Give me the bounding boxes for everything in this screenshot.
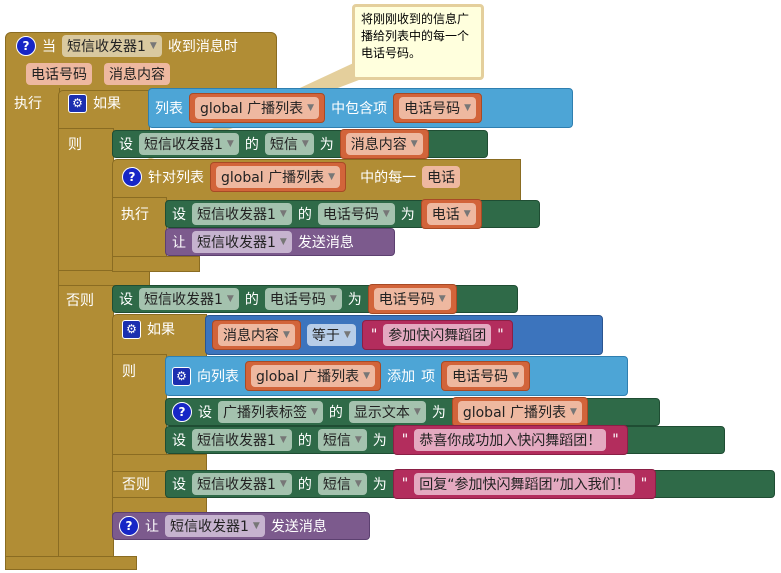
var-getter-phone[interactable]: 电话号码▼ [399, 97, 476, 119]
loop-var[interactable]: 电话 [422, 166, 461, 188]
do-label: 执行 [121, 207, 149, 223]
global-var-getter[interactable]: global 广播列表▼ [251, 365, 376, 387]
compare-block[interactable]: 消息内容▼ 等于▼ "参加快闪舞蹈团" [205, 315, 603, 355]
operator-dropdown[interactable]: 等于▼ [306, 324, 356, 346]
then-label: 则 [68, 137, 82, 153]
call-send-block-2[interactable]: ? 让 短信收发器1▼ 发送消息 [112, 512, 370, 540]
global-var-getter[interactable]: global 广播列表▼ [457, 401, 582, 423]
text-literal[interactable]: "参加快闪舞蹈团" [361, 320, 513, 350]
set-message-success-block[interactable]: 设 短信收发器1▼ 的 短信▼ 为 "恭喜你成功加入快闪舞蹈团！" [165, 425, 725, 455]
set-label-text-block[interactable]: ? 设 广播列表标签▼ 的 显示文本▼ 为 global 广播列表▼ [165, 397, 660, 427]
if-label: 如果 [93, 96, 121, 112]
component-dropdown[interactable]: 短信收发器1▼ [192, 231, 292, 253]
component-dropdown[interactable]: 短信收发器1▼ [139, 133, 239, 155]
call-send-block[interactable]: 让 短信收发器1▼ 发送消息 [165, 228, 395, 256]
event-label: 收到消息时 [167, 39, 238, 55]
component-dropdown[interactable]: 短信收发器1▼ [139, 288, 239, 310]
var-getter[interactable]: 电话▼ [426, 203, 476, 225]
var-getter-message[interactable]: 消息内容▼ [218, 324, 295, 346]
then-label: 则 [122, 364, 136, 380]
var-getter[interactable]: 电话号码▼ [447, 365, 524, 387]
do-label: 执行 [14, 96, 42, 112]
gear-icon[interactable]: ⚙ [172, 366, 191, 386]
set-phone-block-2[interactable]: 设 短信收发器1▼ 的 电话号码▼ 为 电话号码▼ [112, 284, 518, 314]
component-dropdown[interactable]: 短信收发器1▼ [62, 35, 162, 57]
text-literal[interactable]: "恭喜你成功加入快闪舞蹈团！" [392, 425, 628, 455]
component-dropdown[interactable]: 短信收发器1▼ [192, 429, 292, 451]
var-getter-message[interactable]: 消息内容▼ [345, 133, 423, 155]
else-label: 否则 [66, 293, 94, 309]
component-dropdown[interactable]: 短信收发器1▼ [192, 473, 292, 495]
property-dropdown[interactable]: 短信▼ [264, 133, 314, 155]
gear-icon[interactable]: ⚙ [122, 319, 141, 339]
list-label: 列表 [155, 101, 183, 117]
comment-bubble[interactable]: 将刚刚收到的信息广播给列表中的每一个电话号码。 [352, 4, 484, 80]
property-dropdown[interactable]: 电话号码▼ [317, 203, 395, 225]
set-phone-block[interactable]: 设 短信收发器1▼ 的 电话号码▼ 为 电话▼ [165, 199, 540, 229]
property-dropdown[interactable]: 电话号码▼ [264, 288, 342, 310]
gear-icon[interactable]: ⚙ [68, 93, 87, 113]
param-message[interactable]: 消息内容 [104, 63, 170, 85]
add-to-list-block[interactable]: ⚙ 向列表 global 广播列表▼ 添加项 电话号码▼ [165, 356, 628, 396]
property-dropdown[interactable]: 短信▼ [317, 429, 367, 451]
property-dropdown[interactable]: 显示文本▼ [348, 401, 426, 423]
component-dropdown[interactable]: 短信收发器1▼ [165, 515, 265, 537]
param-phone[interactable]: 电话号码 [26, 63, 92, 85]
global-var-getter[interactable]: global 广播列表▼ [216, 166, 341, 188]
list-contains-block[interactable]: 列表 global 广播列表▼ 中包含项 电话号码▼ [148, 88, 573, 128]
set-message-block[interactable]: 设 短信收发器1▼ 的 短信▼ 为 消息内容▼ [112, 129, 488, 159]
else-label: 否则 [122, 477, 150, 493]
component-dropdown[interactable]: 广播列表标签▼ [218, 401, 323, 423]
global-var-getter[interactable]: global 广播列表▼ [195, 97, 320, 119]
contains-label: 中包含项 [331, 101, 388, 117]
help-icon[interactable]: ? [172, 402, 192, 422]
help-icon[interactable]: ? [122, 167, 142, 187]
set-message-reply-block[interactable]: 设 短信收发器1▼ 的 短信▼ 为 "回复“参加快闪舞蹈团”加入我们！" [165, 469, 775, 499]
help-icon[interactable]: ? [16, 36, 36, 56]
when-label: 当 [42, 39, 56, 55]
text-literal[interactable]: "回复“参加快闪舞蹈团”加入我们！" [392, 469, 657, 499]
property-dropdown[interactable]: 短信▼ [317, 473, 367, 495]
help-icon[interactable]: ? [119, 516, 139, 536]
var-getter[interactable]: 电话号码▼ [373, 288, 451, 310]
component-dropdown[interactable]: 短信收发器1▼ [192, 203, 292, 225]
